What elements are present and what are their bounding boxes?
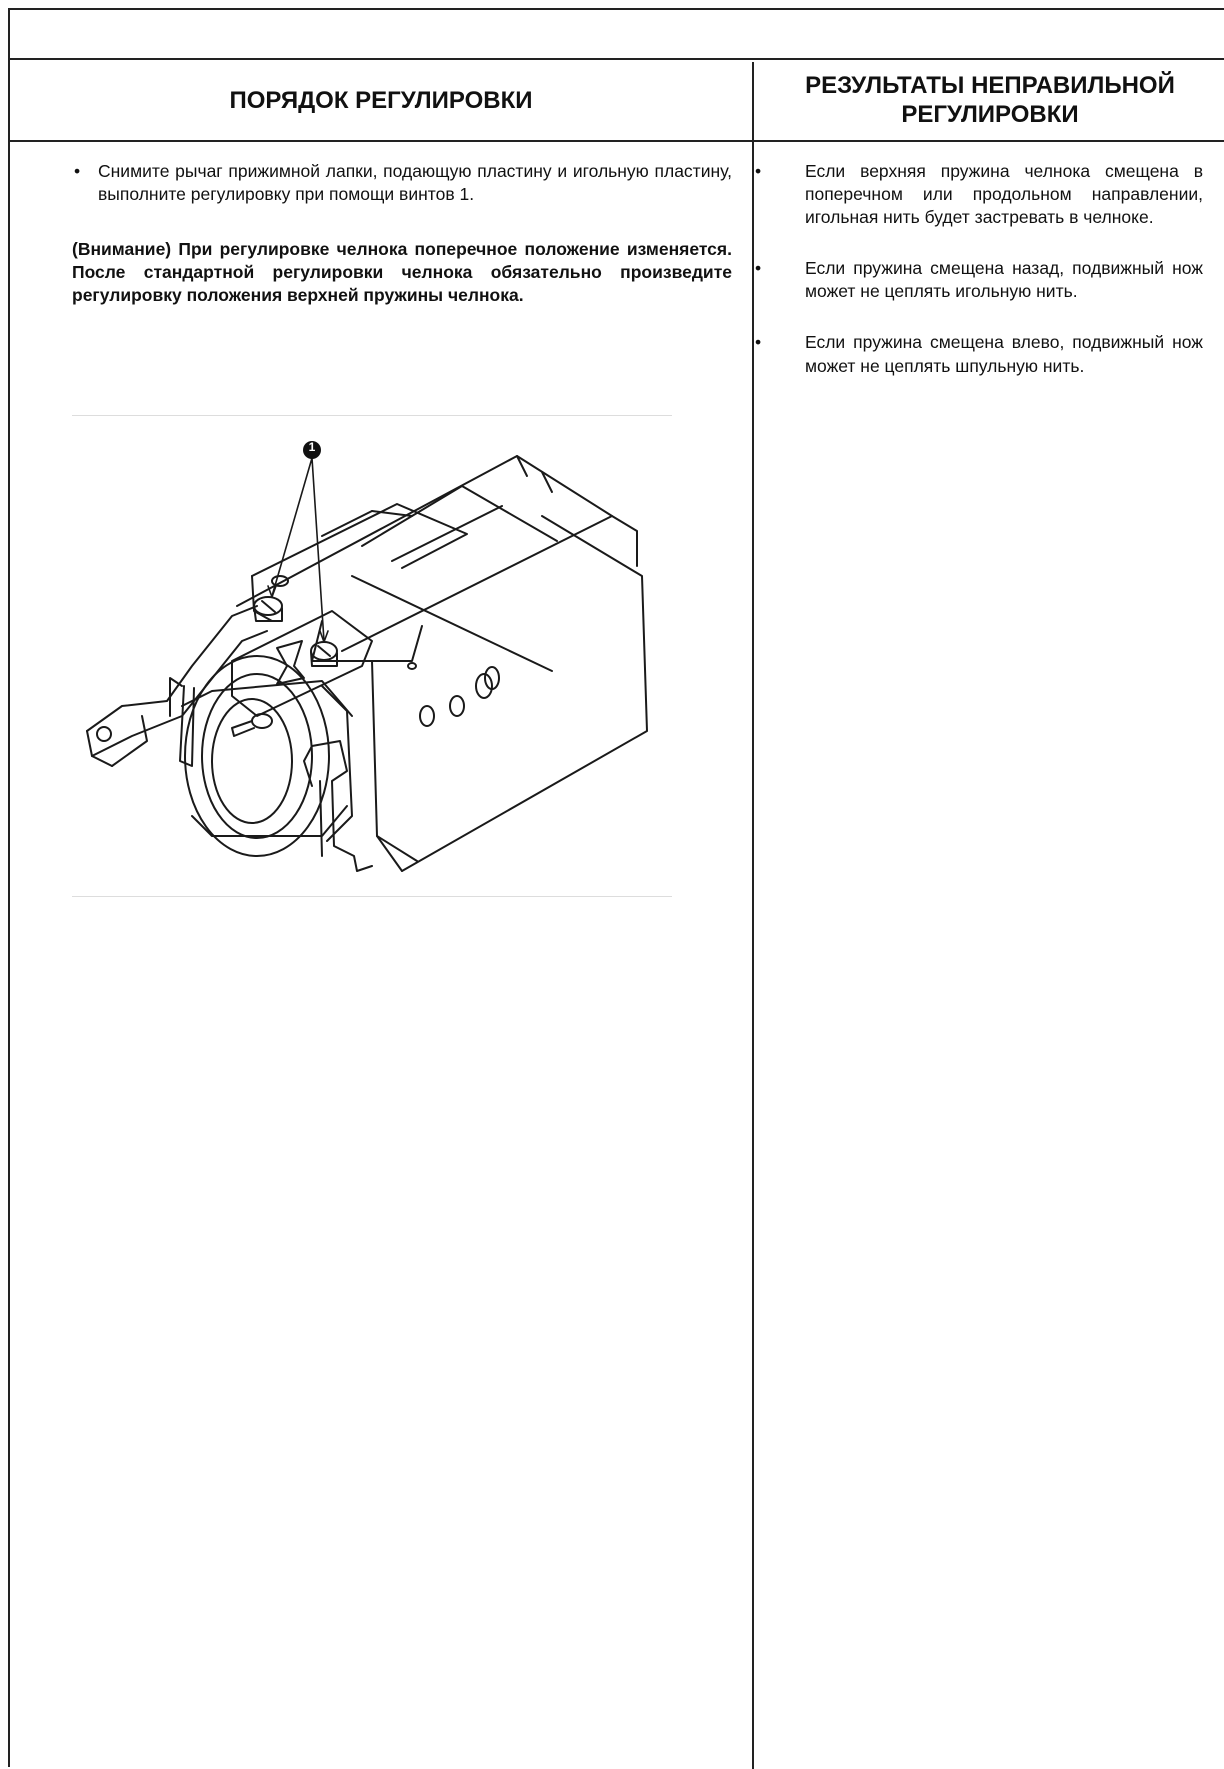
callout-number: 1 bbox=[308, 440, 316, 454]
manual-page: ПОРЯДОК РЕГУЛИРОВКИ РЕЗУЛЬТАТЫ НЕПРАВИЛЬ… bbox=[8, 8, 1224, 1769]
shuttle-hook-figure: 1 bbox=[72, 415, 672, 897]
results-column: • Если верхняя пружина челнока смещена в… bbox=[755, 160, 1203, 406]
top-band bbox=[10, 10, 1224, 60]
bullet-icon: • bbox=[755, 161, 762, 181]
bullet-icon: • bbox=[755, 258, 762, 279]
result-item-text: Если верхняя пружина челнока смещена в п… bbox=[805, 161, 1203, 228]
bullet-icon: • bbox=[755, 332, 762, 353]
column-divider bbox=[752, 62, 754, 1769]
bullet-icon: • bbox=[74, 161, 81, 181]
procedure-step-text: Снимите рычаг прижимной лапки, подающую … bbox=[98, 161, 732, 205]
result-item-text: Если пружина смещена влево, подвижный но… bbox=[805, 332, 1203, 376]
result-item: • Если пружина смещена влево, подвижный … bbox=[755, 331, 1203, 377]
procedure-note: (Внимание) При регулировке челнока попер… bbox=[72, 239, 732, 306]
procedure-heading: ПОРЯДОК РЕГУЛИРОВКИ bbox=[10, 62, 752, 142]
result-item-text: Если пружина смещена назад, подвижный но… bbox=[805, 258, 1203, 302]
result-item: • Если верхняя пружина челнока смещена в… bbox=[755, 160, 1203, 229]
procedure-heading-text: ПОРЯДОК РЕГУЛИРОВКИ bbox=[229, 86, 533, 114]
procedure-step: • Снимите рычаг прижимной лапки, подающу… bbox=[72, 160, 732, 206]
results-heading: РЕЗУЛЬТАТЫ НЕПРАВИЛЬНОЙ РЕГУЛИРОВКИ bbox=[754, 62, 1224, 142]
results-heading-text: РЕЗУЛЬТАТЫ НЕПРАВИЛЬНОЙ РЕГУЛИРОВКИ bbox=[805, 72, 1175, 128]
shuttle-hook-illustration-icon bbox=[86, 441, 648, 872]
procedure-column: • Снимите рычаг прижимной лапки, подающу… bbox=[72, 160, 732, 307]
result-item: • Если пружина смещена назад, подвижный … bbox=[755, 257, 1203, 303]
